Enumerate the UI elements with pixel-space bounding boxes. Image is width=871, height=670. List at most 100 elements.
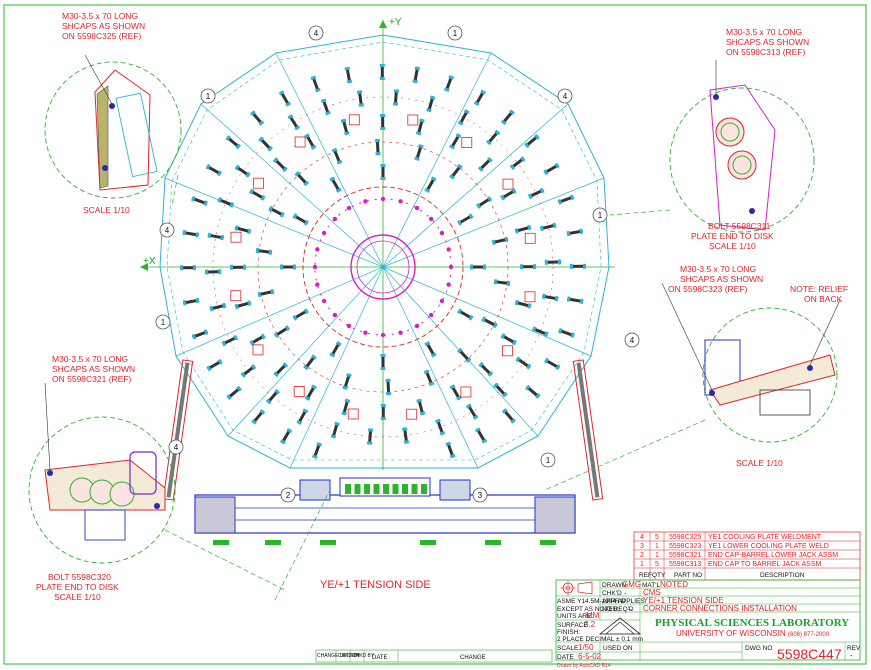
bolt-mark bbox=[501, 408, 516, 424]
bolt-mark bbox=[268, 205, 285, 218]
bolt-mark bbox=[182, 229, 200, 238]
bolt-mark bbox=[379, 63, 385, 81]
balloon-number: 2 bbox=[286, 491, 291, 500]
cooling-feature bbox=[502, 178, 514, 190]
bolt-mark bbox=[527, 187, 545, 200]
bolt-mark bbox=[543, 162, 560, 176]
bolt-mark bbox=[367, 428, 374, 445]
base-pad bbox=[345, 484, 351, 494]
chkd-value: - bbox=[624, 590, 626, 597]
parts-cell-qty: 1 bbox=[655, 552, 659, 559]
base-pad bbox=[364, 484, 370, 494]
bolt-mark bbox=[544, 357, 561, 371]
bolt-mark bbox=[273, 325, 290, 339]
cooling-feature bbox=[253, 177, 265, 189]
bolt-mark bbox=[414, 144, 424, 161]
svg-text:ON 5598C313 (REF): ON 5598C313 (REF) bbox=[726, 47, 806, 57]
svg-text:SCALE 1/10: SCALE 1/10 bbox=[54, 592, 101, 602]
bolt-mark bbox=[566, 296, 584, 305]
parts-cell-qty: 1 bbox=[655, 543, 659, 550]
parts-header-partno: PART NO bbox=[674, 572, 702, 579]
base-pad bbox=[383, 484, 389, 494]
hub-bolt bbox=[346, 323, 352, 329]
bolt-mark bbox=[340, 118, 350, 136]
bolt-mark bbox=[539, 222, 557, 232]
drawing-border bbox=[3, 4, 867, 665]
balloon-number: 1 bbox=[598, 211, 603, 220]
balloon-number: 1 bbox=[453, 29, 458, 38]
scale-right-label: SCALE 1/10 bbox=[736, 458, 783, 468]
date-label: DATE bbox=[557, 654, 575, 661]
cooling-feature bbox=[230, 290, 242, 302]
bolt-mark bbox=[272, 157, 288, 173]
bolt-mark bbox=[225, 135, 241, 150]
change-header-change: CHANGE bbox=[460, 655, 486, 661]
parts-cell-ref: 4 bbox=[640, 534, 644, 541]
bolt-mark bbox=[456, 347, 472, 363]
main-disk-view: +Y +X bbox=[140, 17, 615, 470]
change-block: CHANGE LETTER CHKD BY CHKD BY DATE CHANG… bbox=[315, 649, 553, 663]
bolt-mark bbox=[329, 176, 342, 193]
bolt-mark bbox=[457, 308, 474, 321]
svg-text:ON 5598C323 (REF): ON 5598C323 (REF) bbox=[668, 284, 748, 294]
hub-bolt bbox=[446, 282, 451, 287]
hub-bolt bbox=[380, 332, 386, 338]
note-bolt-left: BOLT 5598C320 PLATE END TO DISK SCALE 1/… bbox=[36, 572, 119, 602]
cooling-feature bbox=[294, 136, 306, 148]
balloon-number: 4 bbox=[165, 226, 170, 235]
svg-text:PLATE END TO DISK: PLATE END TO DISK bbox=[36, 582, 119, 592]
note-mid-left: M30-3.5 x 70 LONG SHCAPS AS SHOWN ON 559… bbox=[52, 354, 135, 384]
bolt-mark bbox=[380, 354, 386, 370]
bolt-mark bbox=[304, 384, 317, 401]
bolt-mark bbox=[249, 333, 266, 346]
bolt-mark bbox=[303, 354, 317, 371]
bolt-mark bbox=[449, 384, 462, 401]
hub-bolt bbox=[428, 216, 434, 222]
balloon-callout: 1 bbox=[540, 452, 556, 468]
bolt-mark bbox=[449, 133, 462, 150]
bolt-mark bbox=[279, 428, 293, 445]
bolt-mark bbox=[330, 421, 340, 439]
balloon-number: 4 bbox=[563, 92, 568, 101]
bolt-mark bbox=[486, 129, 501, 146]
hub-bolt bbox=[446, 247, 451, 252]
hub-bolt bbox=[363, 199, 368, 204]
balloon-number: 4 bbox=[314, 29, 319, 38]
balloon-callout: 3 bbox=[472, 487, 488, 503]
date-value: 6-5-02 bbox=[578, 652, 602, 661]
bolt-mark bbox=[392, 89, 399, 106]
bolt-mark bbox=[342, 373, 352, 390]
bolt-mark bbox=[207, 232, 225, 241]
base-pad bbox=[402, 484, 408, 494]
parts-cell-desc: YE1 COOLING PLATE WELDMENT bbox=[708, 534, 822, 541]
apprd-value: - bbox=[624, 598, 626, 605]
finish-label: FINISH: bbox=[557, 629, 580, 636]
parts-cell-desc: YE1 LOWER COOLING PLATE WELD bbox=[708, 543, 829, 550]
svg-text:BOLT 5598C320: BOLT 5598C320 bbox=[48, 572, 111, 582]
bolt-mark bbox=[424, 176, 437, 193]
bolt-mark bbox=[415, 118, 425, 136]
note-top-right: M30-3.5 x 70 LONG SHCAPS AS SHOWN ON 559… bbox=[726, 27, 809, 57]
no-reqd-value: -- bbox=[628, 606, 632, 613]
svg-text:SHCAPS AS SHOWN: SHCAPS AS SHOWN bbox=[680, 274, 763, 284]
hub-bolt bbox=[380, 196, 386, 202]
change-header-chkd2: CHKD BY bbox=[352, 653, 375, 659]
note-relief: NOTE: RELIEF ON BACK bbox=[790, 284, 848, 304]
parts-cell-qty: 5 bbox=[655, 534, 659, 541]
bolt-mark bbox=[474, 427, 488, 444]
svg-text:M30-3.5 x 70 LONG: M30-3.5 x 70 LONG bbox=[726, 27, 802, 37]
cooling-feature bbox=[501, 345, 513, 357]
apprd-label: APPR'D bbox=[602, 598, 626, 605]
change-header-date: DATE bbox=[372, 655, 388, 661]
balloon-number: 1 bbox=[206, 92, 211, 101]
bolt-mark bbox=[292, 308, 309, 321]
bolt-mark bbox=[443, 75, 455, 92]
svg-text:ON 5598C325 (REF): ON 5598C325 (REF) bbox=[62, 31, 142, 41]
bolt-mark bbox=[273, 362, 289, 378]
balloon-number: 3 bbox=[478, 491, 483, 500]
parts-cell-desc: END CAP TO BARREL JACK ASSM bbox=[708, 561, 822, 568]
bolt-mark bbox=[205, 163, 222, 177]
hub-bolt bbox=[332, 216, 338, 222]
balloon-callout: 1 bbox=[447, 25, 463, 41]
